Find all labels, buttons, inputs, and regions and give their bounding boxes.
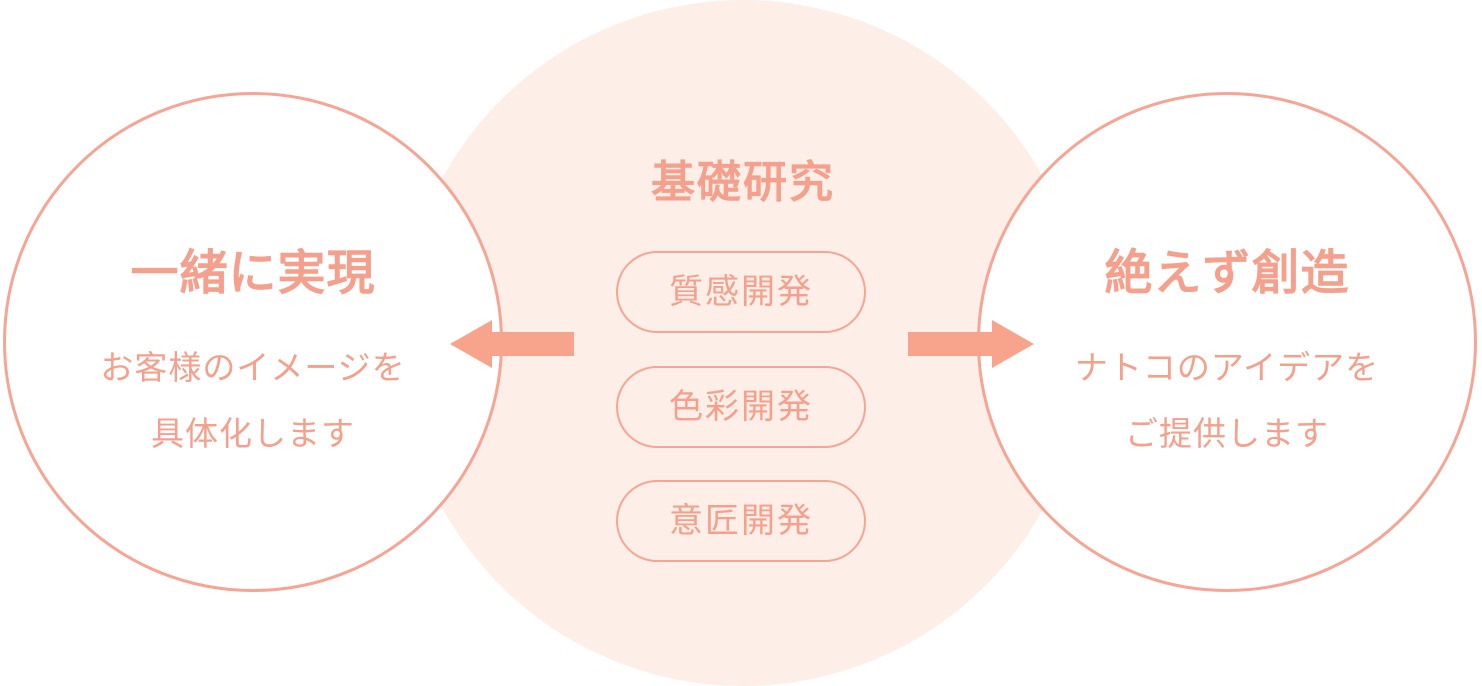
left-desc-line-2: 具体化します bbox=[151, 414, 355, 453]
left-circle: 一緒に実現 お客様のイメージを 具体化します bbox=[3, 92, 503, 592]
right-arrow-icon bbox=[908, 320, 1034, 368]
left-description: お客様のイメージを 具体化します bbox=[6, 335, 500, 467]
center-title: 基礎研究 bbox=[651, 157, 835, 208]
right-desc-line-1: ナトコのアイデアを bbox=[1074, 348, 1380, 387]
pill-texture-development: 質感開発 bbox=[616, 251, 866, 333]
right-description: ナトコのアイデアを ご提供します bbox=[980, 335, 1474, 467]
right-circle: 絶えず創造 ナトコのアイデアを ご提供します bbox=[977, 92, 1477, 592]
left-desc-line-1: お客様のイメージを bbox=[100, 348, 406, 387]
left-title: 一緒に実現 bbox=[130, 245, 376, 301]
right-desc-line-2: ご提供します bbox=[1125, 414, 1329, 453]
left-arrow-icon bbox=[450, 320, 574, 368]
pill-design-development: 意匠開発 bbox=[616, 480, 866, 562]
pill-color-development: 色彩開発 bbox=[616, 366, 866, 448]
right-title: 絶えず創造 bbox=[1104, 245, 1350, 301]
